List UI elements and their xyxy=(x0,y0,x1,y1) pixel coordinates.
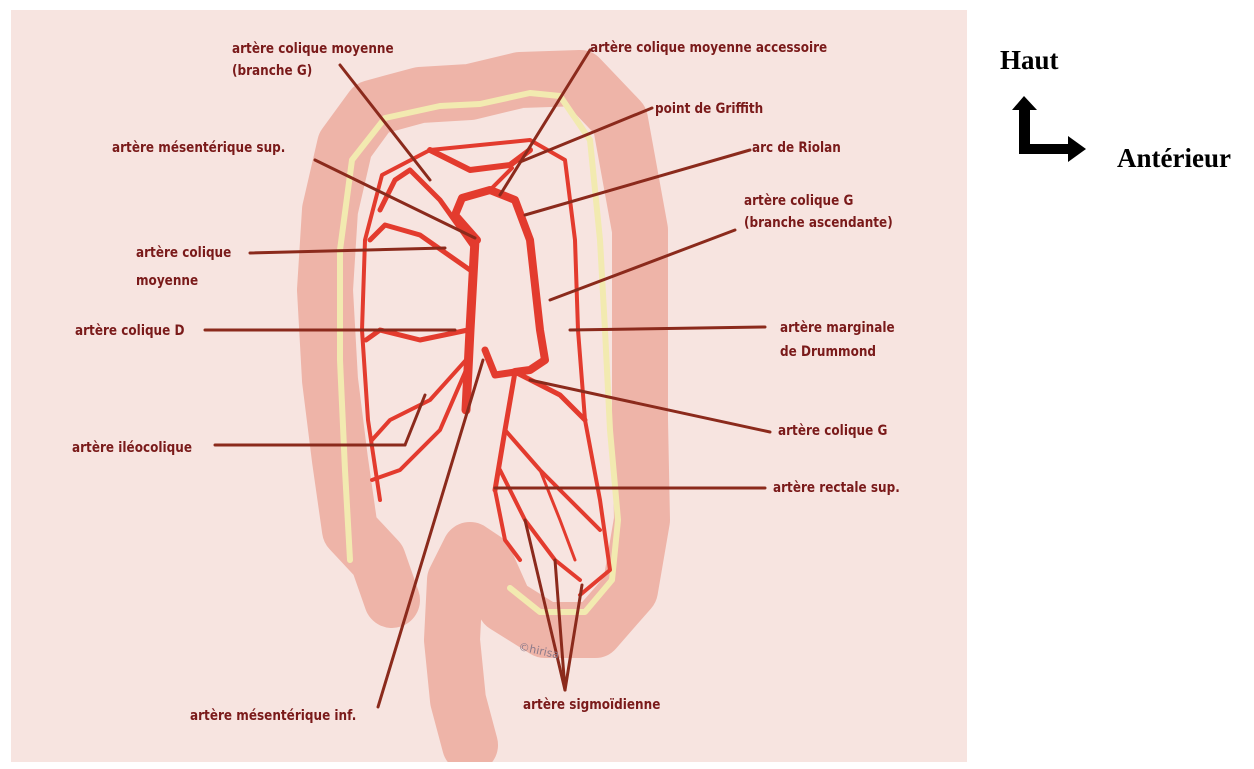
leader-ileo-b xyxy=(405,395,425,445)
label-acm-acc: artère colique moyenne accessoire xyxy=(590,37,827,59)
middle-colic-g-arc xyxy=(430,150,530,170)
arteries xyxy=(362,140,610,595)
label-riolan: arc de Riolan xyxy=(752,137,841,159)
marginal-artery xyxy=(362,140,610,595)
label-acg-asc-line1: artère colique G xyxy=(744,190,893,212)
label-drummond-line2: de Drummond xyxy=(780,341,895,363)
orientation-arrow-icon xyxy=(1008,92,1088,172)
label-acm: artère colique moyenne xyxy=(136,242,231,292)
label-ileo: artère iléocolique xyxy=(72,437,192,459)
label-ami: artère mésentérique inf. xyxy=(190,705,356,727)
label-acm-g-line1: artère colique moyenne xyxy=(232,38,394,60)
colon xyxy=(325,78,642,745)
label-acm-g-line2: (branche G) xyxy=(232,60,394,82)
orientation-right-label: Antérieur xyxy=(1117,143,1231,174)
label-acm-line1: artère colique xyxy=(136,242,231,264)
orientation-up-label: Haut xyxy=(1000,45,1059,76)
label-rectale: artère rectale sup. xyxy=(773,477,900,499)
label-griffith: point de Griffith xyxy=(655,98,763,120)
label-ams: artère mésentérique sup. xyxy=(112,137,285,159)
colon-vascularization-diagram: ©hirisa xyxy=(11,10,967,762)
label-acm-g: artère colique moyenne (branche G) xyxy=(232,38,394,82)
label-acg-asc-line2: (branche ascendante) xyxy=(744,212,893,234)
left-colic-branch xyxy=(515,372,585,420)
label-acg: artère colique G xyxy=(778,420,887,442)
label-acd: artère colique D xyxy=(75,320,184,342)
label-drummond: artère marginale de Drummond xyxy=(780,317,895,363)
diagram-panel: ©hirisa xyxy=(11,10,967,762)
sigmoid-branch-1 xyxy=(505,430,600,530)
leader-drummond xyxy=(570,327,765,330)
label-acg-asc: artère colique G (branche ascendante) xyxy=(744,190,893,234)
ami-origin xyxy=(485,350,515,375)
label-sigmo: artère sigmoïdienne xyxy=(523,694,660,716)
label-drummond-line1: artère marginale xyxy=(780,317,895,339)
label-acm-line2: moyenne xyxy=(136,270,231,292)
